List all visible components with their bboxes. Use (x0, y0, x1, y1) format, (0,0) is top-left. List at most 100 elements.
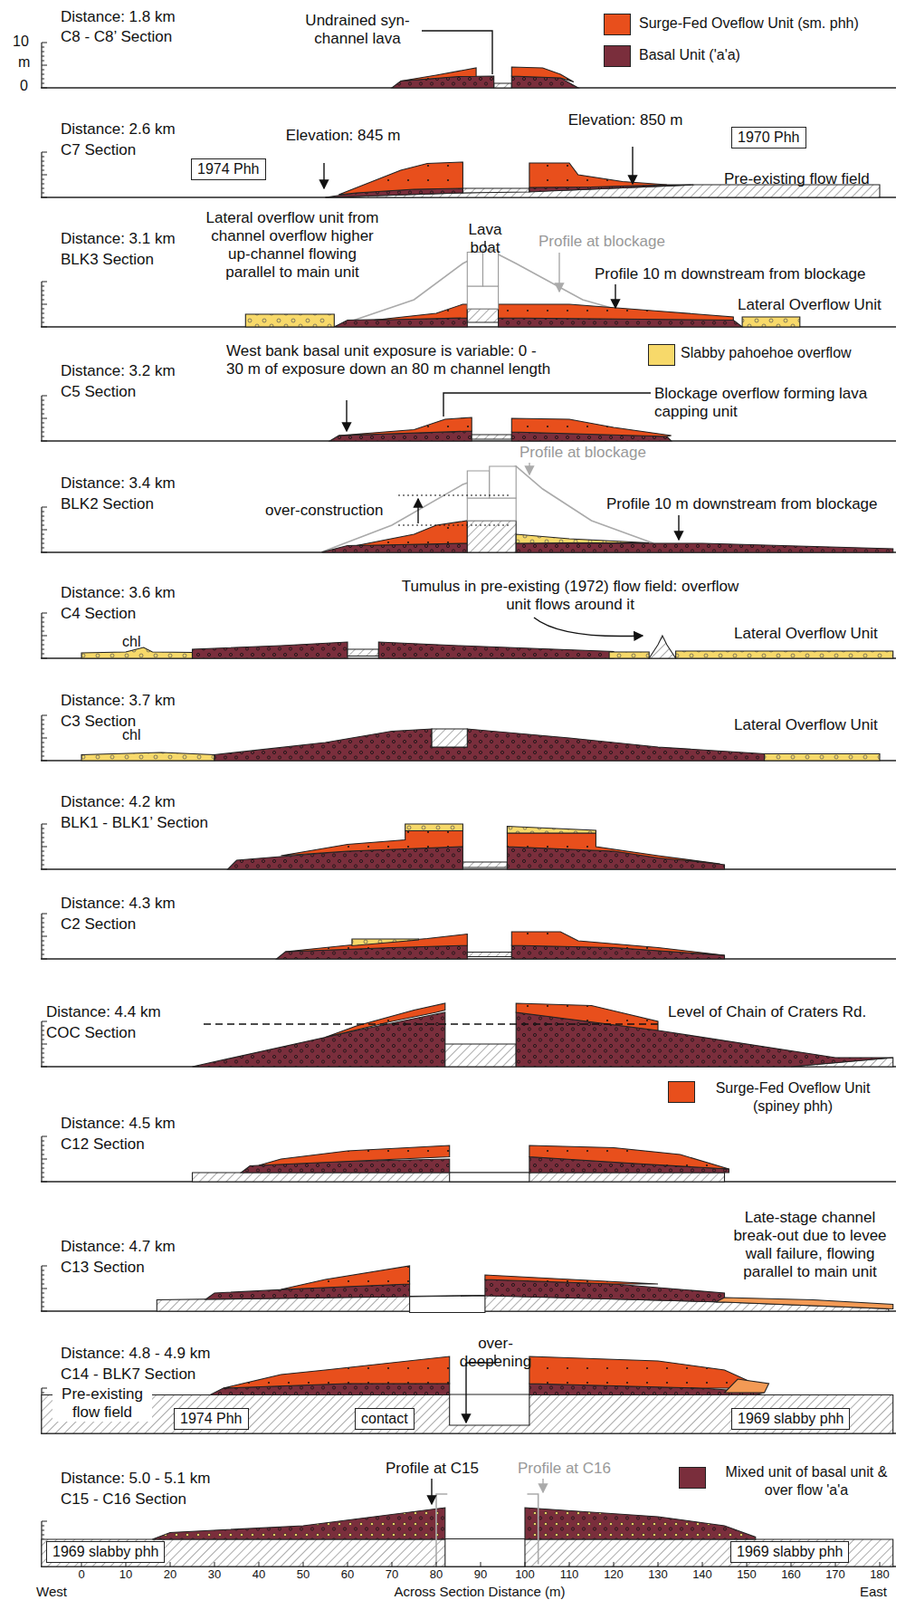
leader-line (465, 1362, 467, 1422)
scale-tick (41, 1301, 45, 1303)
overflow-unit (338, 162, 463, 195)
axis-number: 70 (373, 1566, 410, 1581)
scale-tick (41, 630, 45, 632)
annotation: Level of Chain of Craters Rd. (667, 1002, 867, 1021)
axis-number: 90 (462, 1566, 499, 1581)
leader-line (533, 617, 643, 637)
annotation: Across Section Distance (m) (343, 1582, 616, 1599)
scale-tick (41, 547, 45, 549)
scale-tick (41, 1269, 45, 1271)
mixed-unit (524, 1506, 756, 1539)
slabby-overflow (764, 753, 880, 762)
blockage-profile (527, 1493, 539, 1564)
basal-unit (378, 641, 614, 658)
leader-line (558, 252, 560, 292)
annotation: Elevation: 845 m (275, 126, 411, 145)
scale-tick (41, 1172, 45, 1173)
annotation: over-construction (265, 501, 383, 520)
axis-number: 100 (506, 1566, 544, 1581)
scale-tick (41, 737, 48, 739)
scale-tick (41, 1038, 45, 1040)
scale-tick (41, 949, 45, 951)
scale-tick (41, 1144, 45, 1146)
scale-tick (41, 755, 45, 757)
annotation: Distance: 3.1 km (60, 229, 176, 248)
pre-existing-hatch (431, 728, 468, 747)
scale-tick (41, 917, 45, 919)
leader-line (417, 498, 419, 524)
annotation: Distance: 4.3 km (60, 894, 176, 913)
scale-tick (41, 322, 45, 324)
box-label: 1974 Phh (197, 161, 260, 177)
slabby-overflow (245, 314, 334, 327)
breakout-unit (715, 1296, 894, 1309)
scale-tick (41, 65, 48, 67)
scale-tick (41, 868, 48, 870)
scale-tick (41, 1025, 45, 1027)
scale-tick (41, 828, 45, 830)
annotation: Profile at C16 (512, 1458, 617, 1478)
annotation: Lateral overflow unit from channel overf… (201, 209, 383, 282)
annotation: Distance: 3.6 km (60, 583, 176, 602)
annotation: West (36, 1582, 67, 1599)
pre-existing-hatch (471, 434, 512, 439)
annotation: Distance: 4.8 - 4.9 km (60, 1343, 210, 1363)
scale-tick (41, 644, 45, 646)
overflow-unit (400, 67, 477, 82)
scale-tick (41, 440, 48, 442)
annotation: C8 - C8’ Section (60, 28, 172, 47)
scale-tick (41, 165, 45, 167)
legend-swatch (603, 13, 631, 36)
scale-tick (41, 958, 48, 960)
scale-tick (41, 1181, 48, 1182)
scale-tick (41, 1310, 48, 1312)
leader-line (443, 392, 651, 417)
annotation: C12 Section (60, 1134, 145, 1154)
annotation: Elevation: 850 m (557, 111, 694, 130)
axis-tick (480, 1561, 482, 1566)
leader-line (421, 30, 493, 75)
annotation: COC Section (46, 1023, 136, 1042)
scale-tick (41, 515, 45, 517)
scale-tick (41, 317, 45, 319)
legend-text: Slabby pahoehoe overflow (680, 343, 852, 363)
annotation: C5 Section (60, 382, 136, 401)
scale-tick (41, 83, 45, 85)
annotation: Distance: 3.7 km (60, 691, 176, 710)
axis-number: 30 (196, 1566, 233, 1581)
scale-tick (41, 400, 45, 401)
scale-tick (41, 170, 45, 172)
annotation: C4 Section (60, 604, 136, 623)
legend-text: Basal Unit ('a'a) (638, 46, 741, 65)
scale-tick (41, 1140, 45, 1142)
lava-boat (489, 466, 516, 498)
leader-line (345, 400, 347, 431)
pre-existing-hatch (347, 648, 379, 657)
annotation: Lava boat (452, 220, 518, 258)
scale-tick (41, 295, 45, 296)
annotation: 10 (12, 33, 29, 50)
scale-tick (41, 308, 45, 310)
scale-tick (41, 1292, 45, 1294)
annotation: chl (122, 633, 141, 650)
scale-tick (41, 1296, 45, 1298)
scale-tick (41, 299, 45, 301)
annotation: BLK2 Section (60, 495, 154, 514)
scale-tick (41, 60, 45, 62)
overflow-unit (529, 1355, 765, 1388)
scale-tick (41, 404, 45, 406)
scale-tick (41, 855, 45, 857)
scale-tick (41, 931, 45, 933)
flow-field-box: 1969 slabby phh (46, 1540, 165, 1563)
scale-tick (41, 832, 45, 834)
scale-tick (41, 635, 48, 637)
legend-swatch (667, 1080, 696, 1103)
overflow-unit (511, 931, 725, 955)
scale-tick (41, 56, 45, 58)
scale-tick (41, 197, 48, 199)
scale-tick (41, 1534, 45, 1535)
dotted-line (398, 494, 510, 496)
scale-tick (41, 913, 48, 915)
axis-number: 180 (861, 1566, 898, 1581)
annotation: Undrained syn-channel lava (289, 11, 426, 48)
